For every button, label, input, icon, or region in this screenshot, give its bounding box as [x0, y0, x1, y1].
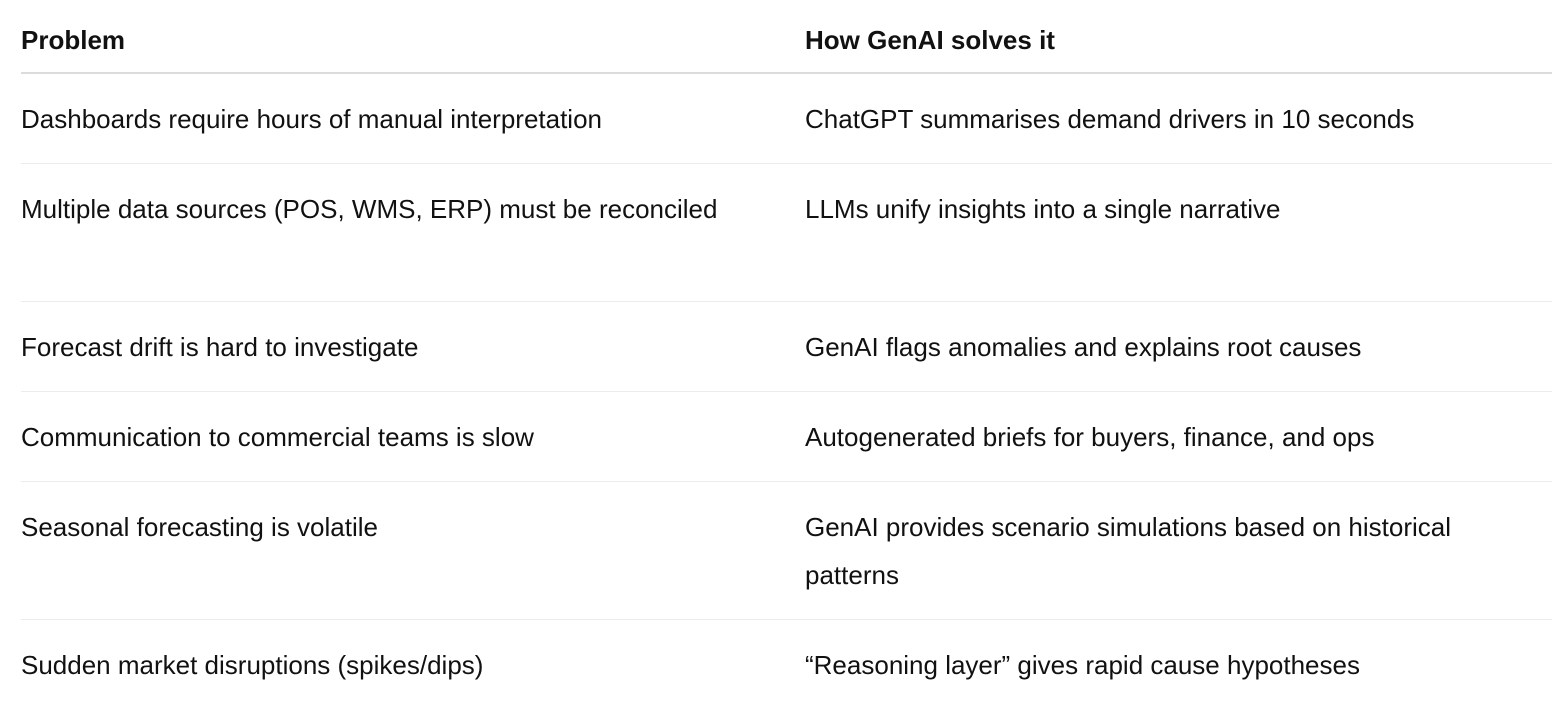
solution-cell: LLMs unify insights into a single narrat…: [805, 194, 1281, 224]
table-row: Multiple data sources (POS, WMS, ERP) mu…: [21, 164, 1552, 302]
solution-cell: Autogenerated briefs for buyers, finance…: [805, 422, 1375, 452]
table-row: Forecast drift is hard to investigate Ge…: [21, 302, 1552, 392]
solution-cell: “Reasoning layer” gives rapid cause hypo…: [805, 650, 1360, 680]
table-row: Seasonal forecasting is volatile GenAI p…: [21, 482, 1552, 620]
problem-cell: Communication to commercial teams is slo…: [21, 422, 534, 452]
problem-cell: Multiple data sources (POS, WMS, ERP) mu…: [21, 194, 718, 224]
table-row: Sudden market disruptions (spikes/dips) …: [21, 620, 1552, 710]
column-header-solution: How GenAI solves it: [805, 25, 1055, 55]
comparison-table: Problem How GenAI solves it Dashboards r…: [21, 0, 1552, 710]
problem-cell: Forecast drift is hard to investigate: [21, 332, 419, 362]
column-header-problem: Problem: [21, 25, 126, 55]
table-row: Dashboards require hours of manual inter…: [21, 74, 1552, 164]
problem-cell: Dashboards require hours of manual inter…: [21, 104, 603, 134]
problem-cell: Seasonal forecasting is volatile: [21, 512, 378, 542]
solution-cell: ChatGPT summarises demand drivers in 10 …: [805, 104, 1415, 134]
problem-cell: Sudden market disruptions (spikes/dips): [21, 650, 484, 680]
table-header-row: Problem How GenAI solves it: [21, 0, 1552, 74]
solution-cell: GenAI flags anomalies and explains root …: [805, 332, 1362, 362]
table-row: Communication to commercial teams is slo…: [21, 392, 1552, 482]
solution-cell: GenAI provides scenario simulations base…: [805, 512, 1452, 590]
